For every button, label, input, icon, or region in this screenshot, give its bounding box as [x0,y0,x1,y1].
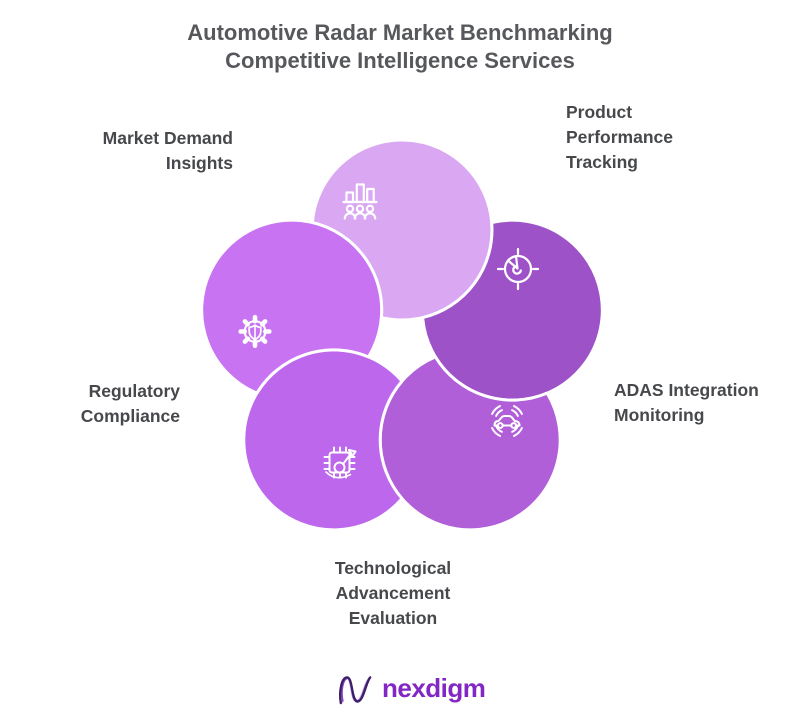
label-line: Market Demand [102,128,233,148]
nexdigm-logo-text: nexdigm [382,672,486,703]
label-line: Technological [334,558,452,578]
nexdigm-logo-icon [339,676,372,705]
page-title-line-1: Automotive Radar Market Benchmarking [187,20,613,45]
gear-shield-icon [238,314,272,349]
label-product-performance-tracking: Product Performance Tracking [566,100,766,175]
page-title-line-2: Competitive Intelligence Services [225,48,575,73]
label-regulatory-compliance: Regulatory Compliance [48,379,180,429]
gauge-icon [496,247,540,291]
label-technological-advancement-evaluation: Technological Advancement Evaluation [303,556,483,631]
footer-logo: nexdigm [334,668,486,712]
petal-regulatory-compliance [200,218,384,395]
label-line: Monitoring [614,405,705,425]
label-adas-integration-monitoring: ADAS Integration Monitoring [614,378,794,428]
label-line: ADAS Integration [614,380,759,400]
label-line: Performance [566,127,673,147]
bar-chart-people-icon [342,183,378,220]
label-line: Insights [165,153,233,173]
label-line: Compliance [80,406,180,426]
label-line: Regulatory [88,381,180,401]
car-radar-icon [491,405,523,437]
label-line: Evaluation [348,608,438,628]
label-line: Advancement [335,583,451,603]
chip-magnifier-icon [323,446,357,479]
label-market-demand-insights: Market Demand Insights [55,126,233,176]
page-title: Automotive Radar Market Benchmarking Com… [0,19,800,75]
label-line: Product [566,102,633,122]
label-line: Tracking [566,152,638,172]
